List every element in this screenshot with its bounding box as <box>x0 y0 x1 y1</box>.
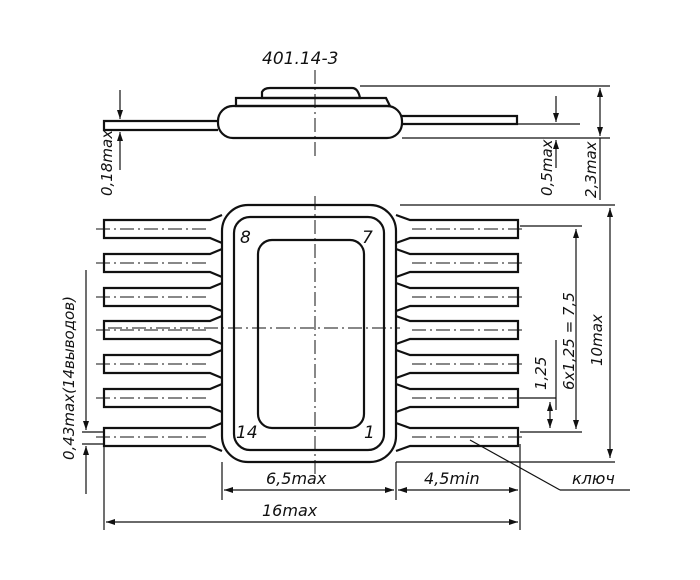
side-cap <box>260 86 362 100</box>
side-lead-right <box>402 114 519 126</box>
pin-label-1: 1 <box>364 423 375 443</box>
side-view: 401.14-3 0,18max 0,5max 2,3max <box>98 49 610 200</box>
side-plate <box>234 96 392 108</box>
top-view: 8 7 14 1 1,25 6х1,25 = 7,5 10max 0,43max… <box>60 196 630 530</box>
lead-width-label: 0,43max(14выводов) <box>60 296 78 460</box>
pitch-total-label: 6х1,25 = 7,5 <box>560 292 578 390</box>
body-inner-rim <box>232 215 386 452</box>
lead-thickness-label: 0,18max <box>98 130 116 196</box>
side-lead-left <box>102 119 218 132</box>
key-label: ключ <box>572 469 615 488</box>
pitch-label: 1,25 <box>532 357 550 390</box>
body-width-label: 6,5max <box>266 469 327 488</box>
overall-width-label: 16max <box>262 501 318 520</box>
pin-label-7: 7 <box>362 228 373 248</box>
body-length-label: 10max <box>588 314 606 366</box>
pin-label-14: 14 <box>236 423 258 443</box>
side-body <box>216 104 404 140</box>
height-label: 2,3max <box>582 141 600 198</box>
pin-label-8: 8 <box>240 228 251 248</box>
body-outline <box>220 203 398 464</box>
lid-window <box>256 238 366 430</box>
standoff-label: 0,5max <box>538 139 556 196</box>
lead-length-label: 4,5min <box>424 469 480 488</box>
package-code-label: 401.14-3 <box>262 49 338 69</box>
